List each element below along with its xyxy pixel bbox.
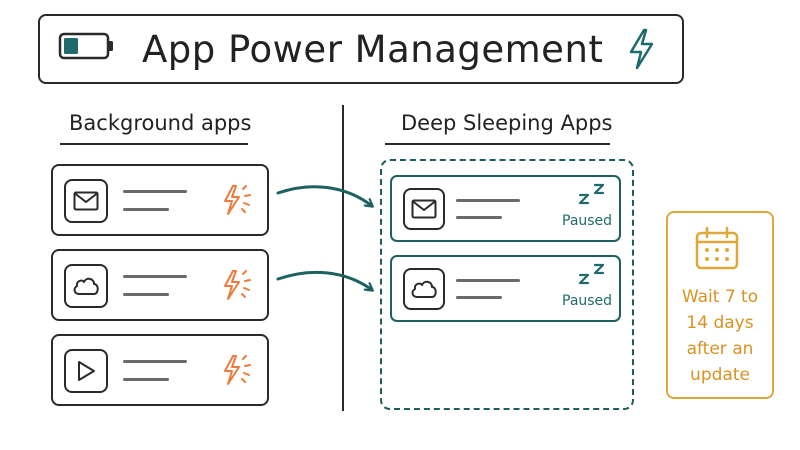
background-app-card-mail[interactable] bbox=[51, 164, 269, 236]
lightning-bolt-icon bbox=[629, 28, 654, 70]
spark-bolt-icon bbox=[224, 270, 251, 300]
note-line: 14 days bbox=[686, 313, 754, 333]
note-line: after an bbox=[686, 339, 754, 359]
app-name-line bbox=[123, 190, 187, 193]
zz-icon bbox=[578, 263, 605, 285]
app-detail-line bbox=[456, 296, 502, 299]
play-icon bbox=[78, 361, 95, 381]
play-app-icon-box bbox=[64, 349, 108, 393]
sleeping-heading-underline bbox=[385, 143, 610, 145]
note-line: Wait 7 to bbox=[681, 287, 759, 307]
paused-status: Paused bbox=[562, 213, 613, 229]
zz-icon bbox=[578, 183, 605, 205]
app-detail-line bbox=[456, 216, 502, 219]
app-detail-line bbox=[123, 293, 169, 296]
background-app-card-cloud[interactable] bbox=[51, 249, 269, 321]
update-note-card bbox=[666, 211, 774, 399]
paused-status: Paused bbox=[562, 293, 613, 309]
background-app-card-video[interactable] bbox=[51, 334, 269, 406]
title-bar bbox=[38, 14, 684, 84]
column-divider bbox=[342, 105, 344, 411]
arrow-cloud-to-sleep bbox=[276, 270, 372, 290]
app-name-line bbox=[123, 275, 187, 278]
cloud-icon bbox=[411, 280, 437, 298]
sleeping-app-card-mail[interactable]: Paused bbox=[390, 175, 621, 242]
app-detail-line bbox=[123, 208, 169, 211]
background-heading-underline bbox=[60, 143, 248, 145]
arrow-mail-to-sleep bbox=[276, 185, 372, 206]
spark-bolt-icon bbox=[224, 355, 251, 385]
app-name-line bbox=[123, 360, 187, 363]
cloud-app-icon-box bbox=[64, 264, 108, 308]
background-apps-heading: Background apps bbox=[69, 111, 252, 135]
cloud-app-icon-box bbox=[403, 268, 445, 310]
sleeping-app-card-cloud[interactable]: Paused bbox=[390, 255, 621, 322]
mail-app-icon-box bbox=[403, 188, 445, 230]
calendar-icon bbox=[695, 226, 739, 270]
mail-app-icon-box bbox=[64, 179, 108, 223]
mail-icon bbox=[411, 199, 437, 219]
deep-sleep-container bbox=[380, 159, 634, 410]
update-note-text: Wait 7 to 14 days after an update bbox=[668, 284, 772, 388]
app-name-line bbox=[456, 199, 520, 202]
deep-sleeping-apps-heading: Deep Sleeping Apps bbox=[401, 111, 613, 135]
note-line: update bbox=[690, 365, 750, 385]
mail-icon bbox=[73, 191, 99, 211]
cloud-icon bbox=[73, 277, 99, 295]
page-title: App Power Management bbox=[142, 28, 604, 71]
app-name-line bbox=[456, 279, 520, 282]
spark-bolt-icon bbox=[224, 185, 251, 215]
app-detail-line bbox=[123, 378, 169, 381]
battery-low-icon bbox=[58, 32, 113, 60]
